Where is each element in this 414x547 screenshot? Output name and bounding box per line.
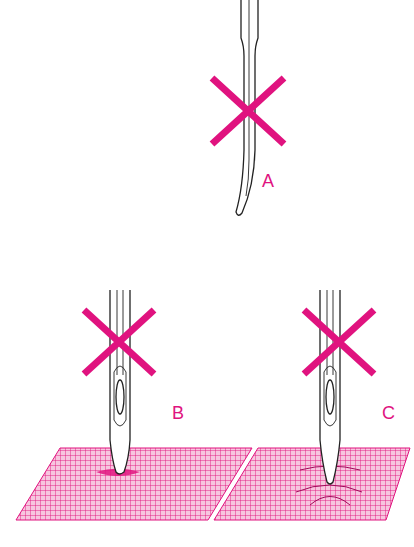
fabric [16, 448, 252, 520]
fabric [214, 448, 410, 520]
figure-letter: B [172, 404, 184, 422]
cross-mark [84, 78, 374, 374]
pulling-needle [320, 290, 340, 484]
figure-letter: A [262, 172, 274, 190]
blunt-needle [110, 290, 130, 474]
figure-letter: C [382, 404, 395, 422]
